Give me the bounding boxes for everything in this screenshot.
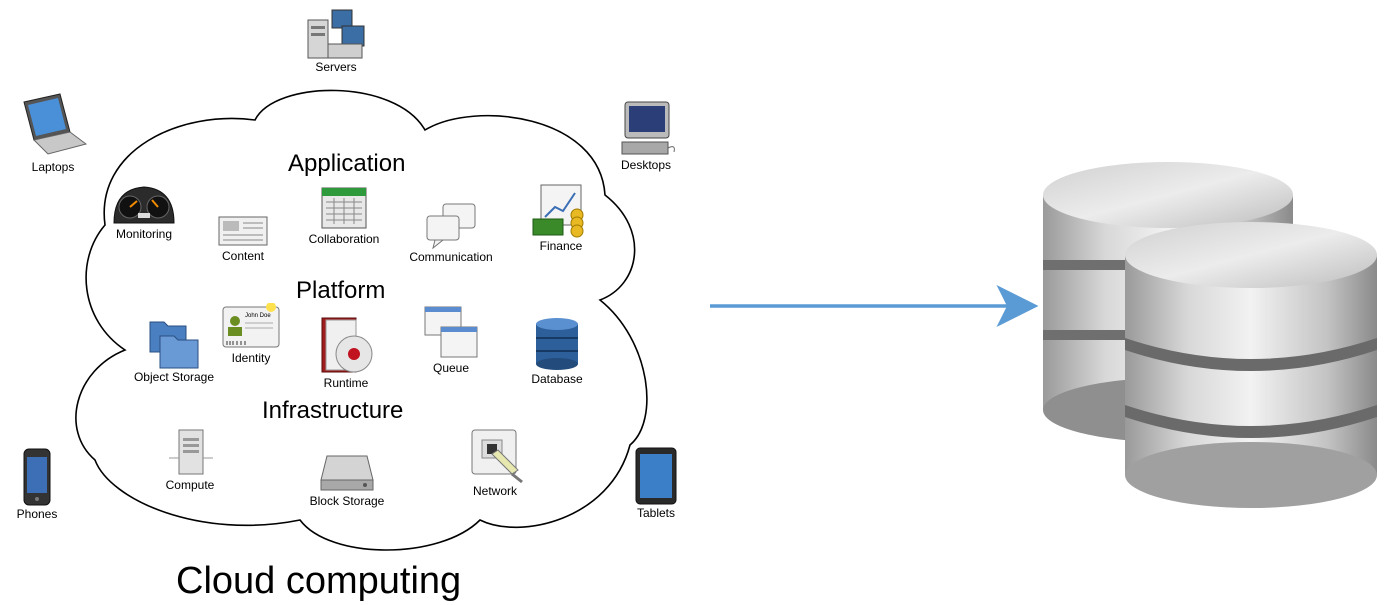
diagram-caption: Cloud computing <box>176 560 462 602</box>
finance-label: Finance <box>539 239 583 253</box>
finance-node: Finance <box>530 183 592 253</box>
identity-node: John Doe Identity <box>218 303 284 365</box>
runtime-label: Runtime <box>323 376 369 390</box>
speech-bubbles-icon <box>426 203 476 250</box>
laptop-icon <box>23 93 88 155</box>
servers-icon <box>307 9 365 59</box>
desktops-label: Desktops <box>620 158 672 172</box>
desktop-icon <box>621 101 675 155</box>
object-storage-label: Object Storage <box>133 370 215 384</box>
phone-icon <box>23 448 51 506</box>
database-icon <box>536 318 578 370</box>
collaboration-node: Collaboration <box>306 184 382 246</box>
windows-stack-icon <box>424 306 478 358</box>
desktops-node: Desktops <box>616 100 676 172</box>
database-cylinder-front <box>1125 222 1377 508</box>
phones-label: Phones <box>16 507 58 521</box>
servers-label: Servers <box>315 60 357 74</box>
database-label: Database <box>531 372 583 386</box>
identity-label: Identity <box>231 351 271 365</box>
newspaper-icon <box>218 216 268 246</box>
compute-node: Compute <box>160 428 220 492</box>
runtime-disc-icon <box>321 317 373 373</box>
database-node: Database <box>526 316 588 386</box>
network-label: Network <box>472 484 517 498</box>
content-label: Content <box>221 249 265 263</box>
id-card-icon: John Doe <box>222 303 280 348</box>
hard-drive-icon <box>320 455 374 491</box>
section-infrastructure: Infrastructure <box>262 397 404 424</box>
gauge-icon <box>113 186 175 224</box>
runtime-node: Runtime <box>314 316 378 390</box>
tablets-label: Tablets <box>636 506 676 520</box>
block-storage-label: Block Storage <box>309 494 385 508</box>
finance-chart-icon <box>532 184 584 238</box>
folders-icon <box>149 321 199 369</box>
queue-label: Queue <box>432 361 470 375</box>
section-platform: Platform <box>296 277 386 304</box>
id-card-name: John Doe <box>245 313 271 319</box>
section-application: Application <box>288 150 406 177</box>
queue-node: Queue <box>420 305 482 375</box>
tablets-node: Tablets <box>630 446 682 520</box>
laptops-node: Laptops <box>18 92 88 174</box>
block-storage-node: Block Storage <box>306 450 388 508</box>
cloud-outline <box>75 89 648 551</box>
object-storage-node: Object Storage <box>130 316 218 384</box>
network-node: Network <box>466 428 524 498</box>
phones-node: Phones <box>12 447 62 521</box>
calendar-icon <box>321 187 367 229</box>
collaboration-label: Collaboration <box>308 232 380 246</box>
communication-label: Communication <box>409 250 493 264</box>
network-port-icon <box>471 429 523 484</box>
monitoring-label: Monitoring <box>115 227 173 241</box>
monitoring-node: Monitoring <box>110 183 178 241</box>
communication-node: Communication <box>408 202 494 264</box>
tablet-icon <box>635 447 677 505</box>
content-node: Content <box>215 213 271 263</box>
server-tower-icon <box>169 429 213 475</box>
laptops-label: Laptops <box>31 160 75 174</box>
servers-node: Servers <box>306 8 366 74</box>
compute-label: Compute <box>165 478 215 492</box>
